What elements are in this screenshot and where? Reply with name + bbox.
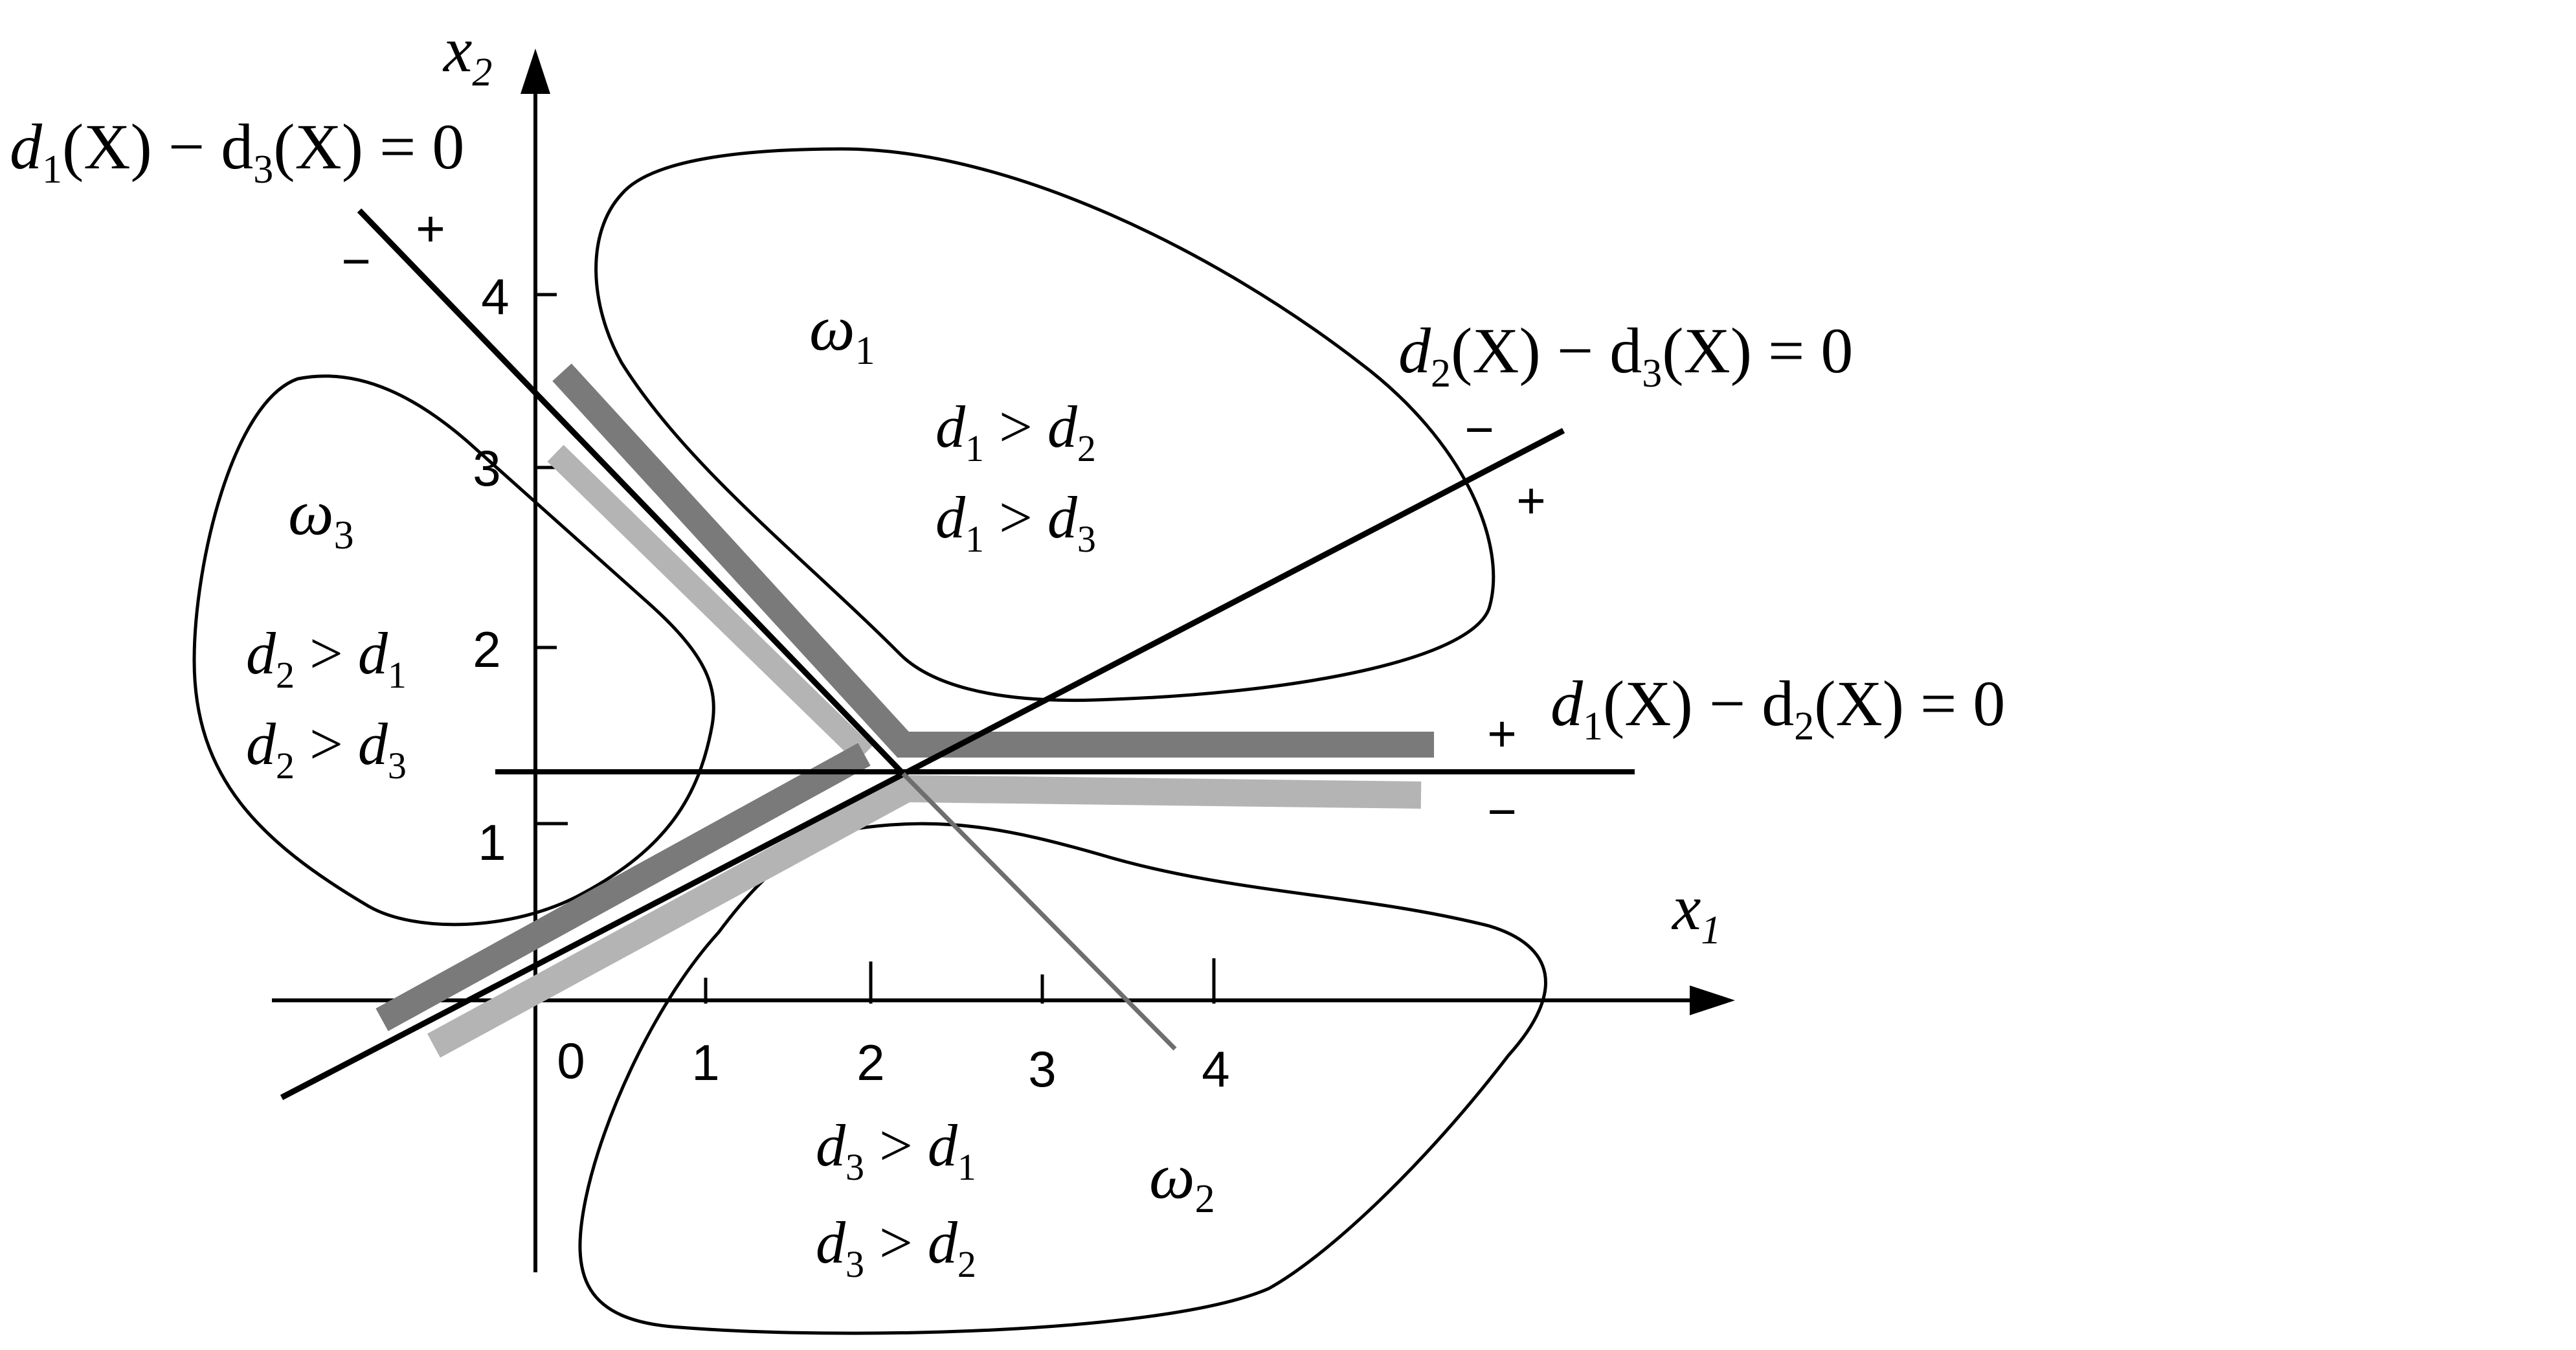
y-tick-label-1: 1 <box>478 814 506 871</box>
region-omega2-outline <box>578 822 1547 1335</box>
x-tick-label-1: 1 <box>691 1034 719 1091</box>
y-tick-label-3: 3 <box>473 440 500 497</box>
region-omega3-condition-2: d2 > d3 <box>246 711 407 787</box>
band-dark-upper <box>552 363 1434 758</box>
boundary-ray-d1-d2-extension <box>901 772 1177 1051</box>
region-omega1-condition-2: d1 > d3 <box>935 484 1096 560</box>
y-axis-label: x2 <box>442 14 492 95</box>
x-tick-label-2: 2 <box>857 1034 884 1091</box>
x-tick-label-4: 4 <box>1202 1041 1229 1097</box>
region-omega2-condition-2: d3 > d2 <box>816 1209 976 1285</box>
band-dark-lower <box>375 743 871 1031</box>
equation-d2-minus-d3: d2(X) − d3(X) = 0 <box>1398 315 1853 396</box>
region-omega1-outline <box>594 147 1495 703</box>
x-tick-label-0: 0 <box>557 1032 585 1089</box>
boundary-line-d1-d3 <box>357 208 906 776</box>
x-axis-label: x1 <box>1671 872 1721 952</box>
equation-d1-minus-d3: d1(X) − d3(X) = 0 <box>10 111 464 192</box>
region-omega3-outline <box>192 374 715 927</box>
region-omega3-label: ω3 <box>288 477 354 557</box>
equation-d1-minus-d2: d1(X) − d2(X) = 0 <box>1551 668 2005 748</box>
boundary-line-d2-d3 <box>280 428 1565 1100</box>
sign-minus-d2-d3: − <box>1464 401 1494 458</box>
sign-plus-d2-d3: + <box>1516 472 1546 529</box>
sign-plus-d1-d3: + <box>416 200 445 257</box>
x-tick-label-3: 3 <box>1028 1041 1056 1097</box>
sign-plus-d1-d2: + <box>1487 705 1517 762</box>
x-axis-arrowhead <box>1690 985 1735 1015</box>
region-omega2-condition-1: d3 > d1 <box>816 1112 976 1188</box>
region-omega1-condition-1: d1 > d2 <box>935 394 1096 469</box>
region-omega2-label: ω2 <box>1149 1140 1215 1221</box>
y-tick-label-2: 2 <box>473 621 500 678</box>
y-axis-arrowhead <box>521 49 550 94</box>
band-light-lower <box>427 774 1422 1058</box>
region-omega1-label: ω1 <box>809 292 875 373</box>
sign-minus-d1-d2: − <box>1487 783 1517 840</box>
band-light-upper <box>547 445 873 763</box>
region-omega3-condition-1: d2 > d1 <box>246 620 407 696</box>
y-tick-label-4: 4 <box>481 268 509 325</box>
sign-minus-d1-d3: − <box>341 232 371 289</box>
